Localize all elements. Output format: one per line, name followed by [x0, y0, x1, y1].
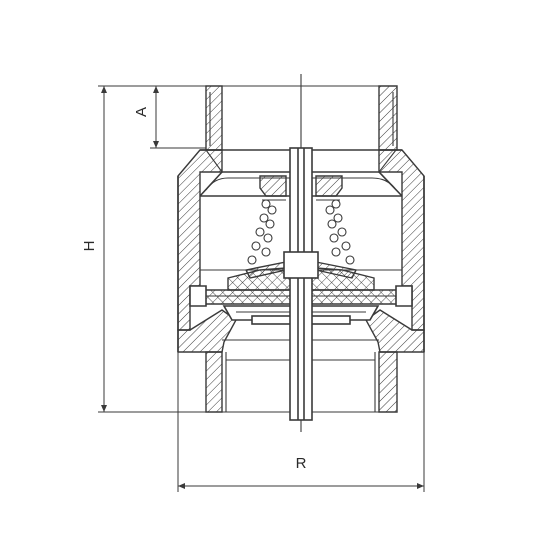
dimension-r — [177, 352, 425, 492]
dimension-h-label: H — [81, 241, 98, 252]
spring-retainer — [259, 175, 343, 197]
valve-stem — [283, 74, 319, 432]
spring — [247, 199, 355, 265]
dimension-h — [98, 85, 206, 413]
dimension-r-label: R — [296, 455, 307, 472]
valve-body — [177, 149, 425, 353]
upper-neck — [205, 85, 398, 151]
dimension-a — [150, 85, 206, 149]
dimension-a-label: A — [133, 107, 150, 117]
